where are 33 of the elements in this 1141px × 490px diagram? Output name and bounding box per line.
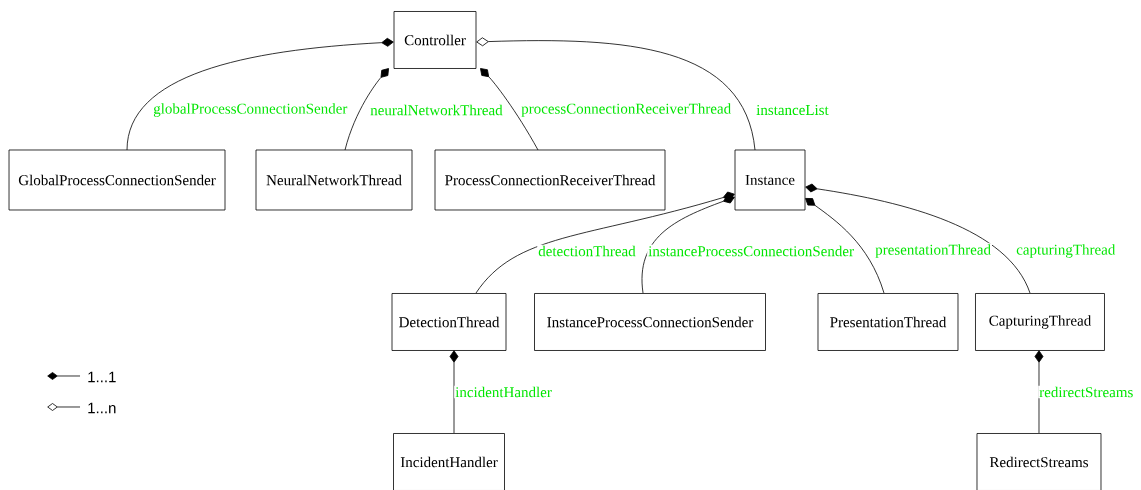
edge-label: detectionThread xyxy=(537,244,637,258)
edge-label: redirectStreams xyxy=(1038,385,1135,399)
class-box: GlobalProcessConnectionSender xyxy=(8,149,226,211)
class-box: DetectionThread xyxy=(391,293,507,351)
edge-label: globalProcessConnectionSender xyxy=(152,102,349,118)
composition-line xyxy=(475,191,735,294)
composition-line xyxy=(1034,350,1044,434)
composition-line xyxy=(449,350,459,434)
composition-line xyxy=(480,68,539,151)
composition-line xyxy=(476,37,756,151)
class-box: Controller xyxy=(393,11,477,69)
composition-line xyxy=(641,195,735,294)
class-box: ProcessConnectionReceiverThread xyxy=(434,149,666,211)
legend-text: 1...n xyxy=(88,402,116,414)
class-box: InstanceProcessConnectionSender xyxy=(534,293,766,351)
legend-text: 1...1 xyxy=(88,371,116,383)
edge-label: neuralNetworkThread xyxy=(369,103,504,117)
edge-label: incidentHandler xyxy=(454,385,553,399)
composition-line xyxy=(344,68,389,151)
edge-label: instanceList xyxy=(755,103,830,117)
edge-label: processConnectionReceiverThread xyxy=(520,102,733,118)
composition-line xyxy=(805,183,1031,294)
class-box: NeuralNetworkThread xyxy=(255,149,413,211)
edge-label: capturingThread xyxy=(1015,243,1117,259)
class-box: PresentationThread xyxy=(817,293,959,351)
edge-label: instanceProcessConnectionSender xyxy=(647,244,855,258)
class-box: RedirectStreams xyxy=(976,433,1102,490)
class-box: CapturingThread xyxy=(975,293,1105,351)
class-box: IncidentHandler xyxy=(393,433,505,490)
edge-label: presentationThread xyxy=(874,243,992,259)
class-box: Instance xyxy=(734,149,806,211)
composition-line xyxy=(805,198,885,294)
composition-line xyxy=(126,37,394,151)
